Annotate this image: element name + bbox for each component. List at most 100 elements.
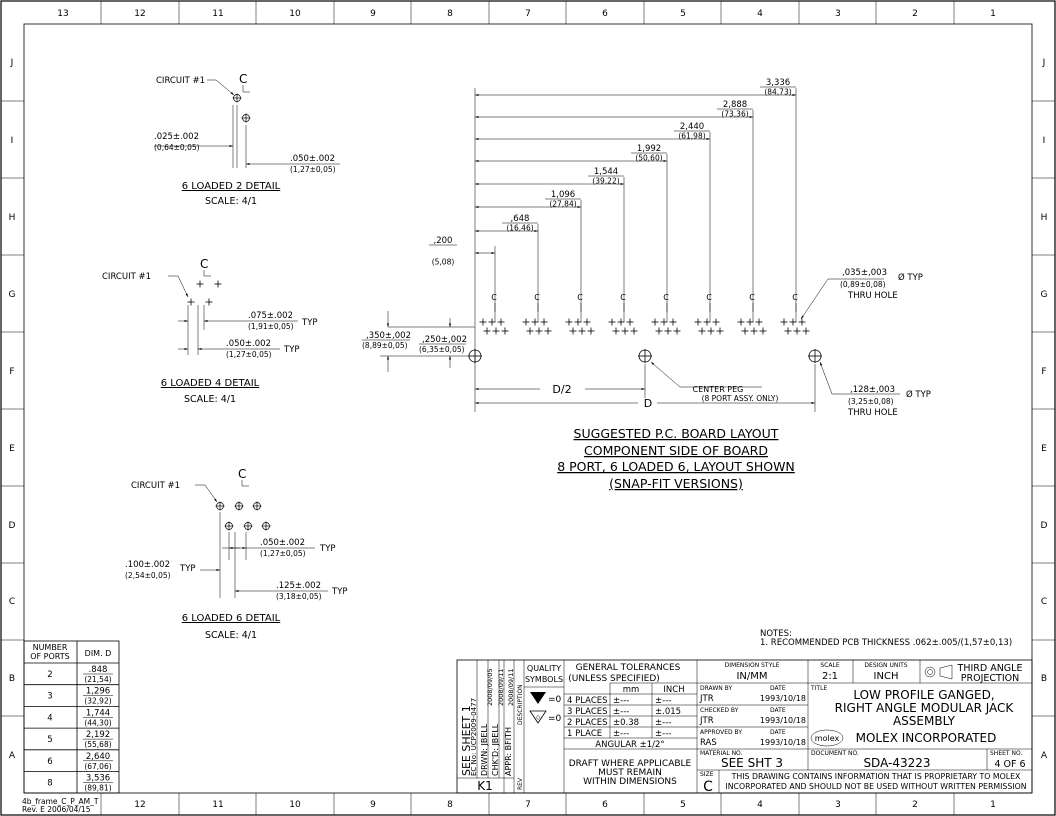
detail-scale: SCALE: 4/1 <box>205 630 257 641</box>
grid-col-label: 3 <box>835 9 841 19</box>
pin-hole <box>522 318 530 326</box>
material-label: MATERIAL NO. <box>700 750 743 757</box>
typ-label: TYP <box>301 318 318 328</box>
layout-dim-inch: 1,096 <box>551 190 575 200</box>
checked-date: 1993/10/18 <box>760 716 806 725</box>
layout-dimensions: 3,336(84,73)2,888(73,36)2,440(61,98)1,99… <box>429 78 797 322</box>
left-dim-b-inch: ,250±,002 <box>422 335 467 345</box>
ports-count: 5 <box>47 735 52 745</box>
pin-hole <box>241 113 251 123</box>
proprietary-line-1: THIS DRAWING CONTAINS INFORMATION THAT I… <box>731 772 1021 781</box>
peg-sym: Ø TYP <box>906 389 931 400</box>
quality-triangle-mark: ◇ <box>536 714 541 721</box>
dim-d-inch: 2,192 <box>86 730 110 740</box>
dim-a-inch: .050±.002 <box>260 538 305 548</box>
dim-b-mm: (2,54±0,05) <box>125 571 171 580</box>
layout-dim-mm: (5,08) <box>432 258 455 267</box>
port-centerline-mark: C <box>792 293 798 302</box>
pin-hole <box>497 318 505 326</box>
detail-scale: SCALE: 4/1 <box>184 394 236 405</box>
pin-hole <box>574 318 582 326</box>
notes-title: NOTES: <box>760 629 792 639</box>
grid-col-label: 1 <box>990 800 996 810</box>
grid-col-label: 2 <box>912 800 918 810</box>
dim-d-mm: (55,68) <box>84 740 111 749</box>
d-full-label: D <box>644 397 652 410</box>
pin-hole <box>483 327 491 335</box>
grid-row-label: F <box>9 367 14 377</box>
scale-value: 2:1 <box>822 671 838 682</box>
layout-dim-inch: ,200 <box>434 236 453 246</box>
design-units-label: DESIGN UNITS <box>864 662 907 669</box>
tol-header-mm: mm <box>623 685 640 695</box>
pin-hole <box>669 318 677 326</box>
typ-label: TYP <box>179 564 196 574</box>
pcb-layout: 3,336(84,73)2,888(73,36)2,440(61,98)1,99… <box>362 78 931 491</box>
rev-appr: APPR: BFITH <box>504 727 513 776</box>
quality-triangle-outline-icon <box>529 710 547 724</box>
detail-6-loaded-2: CIRCUIT #1 C .025±.002 (0,64±0,05) .050±… <box>154 72 340 207</box>
dim-d-mm: (32,92) <box>84 697 111 706</box>
pin-hole <box>784 327 792 335</box>
port-centerline-mark: C <box>749 293 755 302</box>
dimension-style-label: DIMENSION STYLE <box>725 662 780 669</box>
tol-places: 1 PLACE <box>567 729 602 739</box>
pin-hole <box>755 318 763 326</box>
grid-col-label: 9 <box>370 800 376 810</box>
grid-row-label: J <box>1042 58 1046 68</box>
pin-hole <box>215 501 225 511</box>
checked-by-label: CHECKED BY <box>700 707 739 714</box>
pin-hole <box>612 327 620 335</box>
ports-count: 2 <box>47 670 52 680</box>
grid-col-label: 11 <box>212 9 223 19</box>
pin-hole <box>479 318 487 326</box>
frame-note-line-2: Rev. E 2006/04/15 <box>22 805 91 814</box>
grid-row-label: A <box>1041 751 1048 761</box>
circuit-label: CIRCUIT #1 <box>102 272 151 282</box>
pin-hole <box>501 327 509 335</box>
layout-title-3: 8 PORT, 6 LOADED 6, LAYOUT SHOWN <box>557 459 795 474</box>
layout-dim-mm: (39,22) <box>592 177 619 186</box>
center-peg-label: CENTER PEG <box>693 385 744 394</box>
grid-col-label: 10 <box>289 9 301 19</box>
grid-row-label: E <box>1041 444 1047 454</box>
grid-col-label: 2 <box>912 9 918 19</box>
approved-by-label: APPROVED BY <box>700 729 742 736</box>
dimension-style: IN/MM <box>736 671 767 682</box>
circuit-label: CIRCUIT #1 <box>131 481 180 491</box>
pin-hole <box>798 318 806 326</box>
pin-hole <box>252 501 262 511</box>
typ-label: TYP <box>283 345 300 355</box>
d-half-label: D/2 <box>552 383 571 396</box>
drawn-date: 1993/10/18 <box>760 694 806 703</box>
grid-row-label: H <box>9 213 16 223</box>
layout-dim-inch: 1,992 <box>637 144 661 154</box>
pin-hole <box>261 521 271 531</box>
center-peg-note: (8 PORT ASSY. ONLY) <box>702 394 779 403</box>
grid-row-label: C <box>1041 597 1047 607</box>
pin-hole <box>214 280 222 288</box>
pin-hole <box>694 318 702 326</box>
pin-hole <box>540 318 548 326</box>
grid-row-label: B <box>1041 674 1047 684</box>
quality-sym-2: =0 <box>548 714 562 724</box>
rev-ec-no: EC No: UCP2009-0477 <box>470 698 478 776</box>
frame-note: 4b_frame_C_P_AM_T Rev. E 2006/04/15 <box>22 797 99 814</box>
tol-places: 2 PLACES <box>567 718 608 728</box>
pin-hole <box>626 318 634 326</box>
layout-dim-mm: (84,73) <box>764 88 791 97</box>
quality-triangle-icon <box>530 692 546 704</box>
quality-label-2: SYMBOLS <box>525 675 563 684</box>
dim-d-mm: (21,54) <box>84 675 111 684</box>
grid-col-label: 10 <box>289 800 301 810</box>
dim-d-header: DIM. D <box>85 649 112 658</box>
center-peg-hole <box>807 348 823 364</box>
proprietary-line-2: INCORPORATED AND SHOULD NOT BE USED WITH… <box>725 782 1026 791</box>
drawn-by: JTR <box>699 694 714 704</box>
grid-col-label: 13 <box>57 9 68 19</box>
grid-row-label: I <box>1043 136 1046 146</box>
